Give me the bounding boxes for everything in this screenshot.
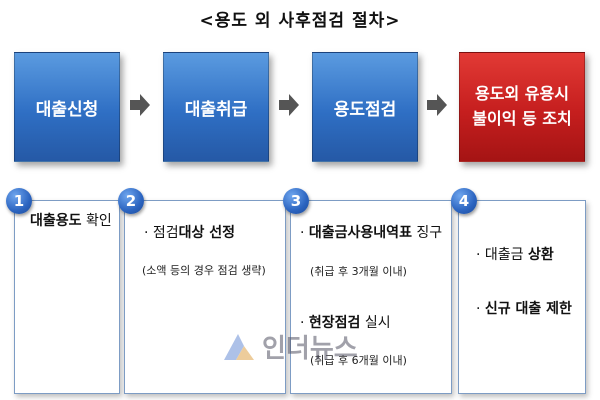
card-item: · 현장점검 실시 bbox=[300, 315, 391, 331]
card-item: 대출용도 확인 bbox=[30, 213, 112, 229]
detail-card-3 bbox=[290, 200, 452, 394]
card-item: · 점검대상 선정 bbox=[144, 225, 236, 241]
arrow-right-icon bbox=[130, 94, 150, 116]
step-number-badge: 3 bbox=[283, 188, 309, 214]
card-note: (취급 후 6개월 이내) bbox=[310, 354, 407, 367]
card-note: (취급 후 3개월 이내) bbox=[310, 265, 407, 278]
arrow-right-icon bbox=[279, 94, 299, 116]
watermark: 인더뉴스 bbox=[222, 328, 358, 365]
card-item: · 대출금사용내역표 징구 bbox=[300, 225, 443, 241]
arrow-right-icon bbox=[427, 94, 447, 116]
step-number-badge: 4 bbox=[451, 188, 477, 214]
step-label-line2: 불이익 등 조치 bbox=[472, 109, 572, 128]
detail-card-4 bbox=[458, 200, 586, 394]
step-usage-check: 용도점검 bbox=[312, 52, 418, 162]
step-loan-application: 대출신청 bbox=[14, 52, 120, 162]
step-label-line1: 용도외 유용시 bbox=[475, 84, 569, 104]
step-penalty-action: 용도외 유용시 불이익 등 조치 bbox=[459, 52, 585, 162]
watermark-text: 인더뉴스 bbox=[262, 334, 358, 364]
step-label: 대출취급 bbox=[184, 99, 248, 120]
step-label: 용도점검 bbox=[333, 99, 397, 120]
detail-card-2 bbox=[124, 200, 286, 394]
step-loan-handling: 대출취급 bbox=[163, 52, 269, 162]
card-item: · 신규 대출 제한 bbox=[476, 301, 572, 317]
card-item: · 대출금 상환 bbox=[476, 247, 554, 263]
step-label: 대출신청 bbox=[35, 99, 99, 120]
diagram-title: <용도 외 사후점검 절차> bbox=[199, 11, 401, 31]
step-number-badge: 2 bbox=[118, 188, 144, 214]
card-note: (소액 등의 경우 점검 생략) bbox=[142, 264, 266, 277]
detail-card-1 bbox=[14, 200, 120, 394]
watermark-logo-icon bbox=[224, 333, 254, 360]
step-number-badge: 1 bbox=[6, 188, 32, 214]
